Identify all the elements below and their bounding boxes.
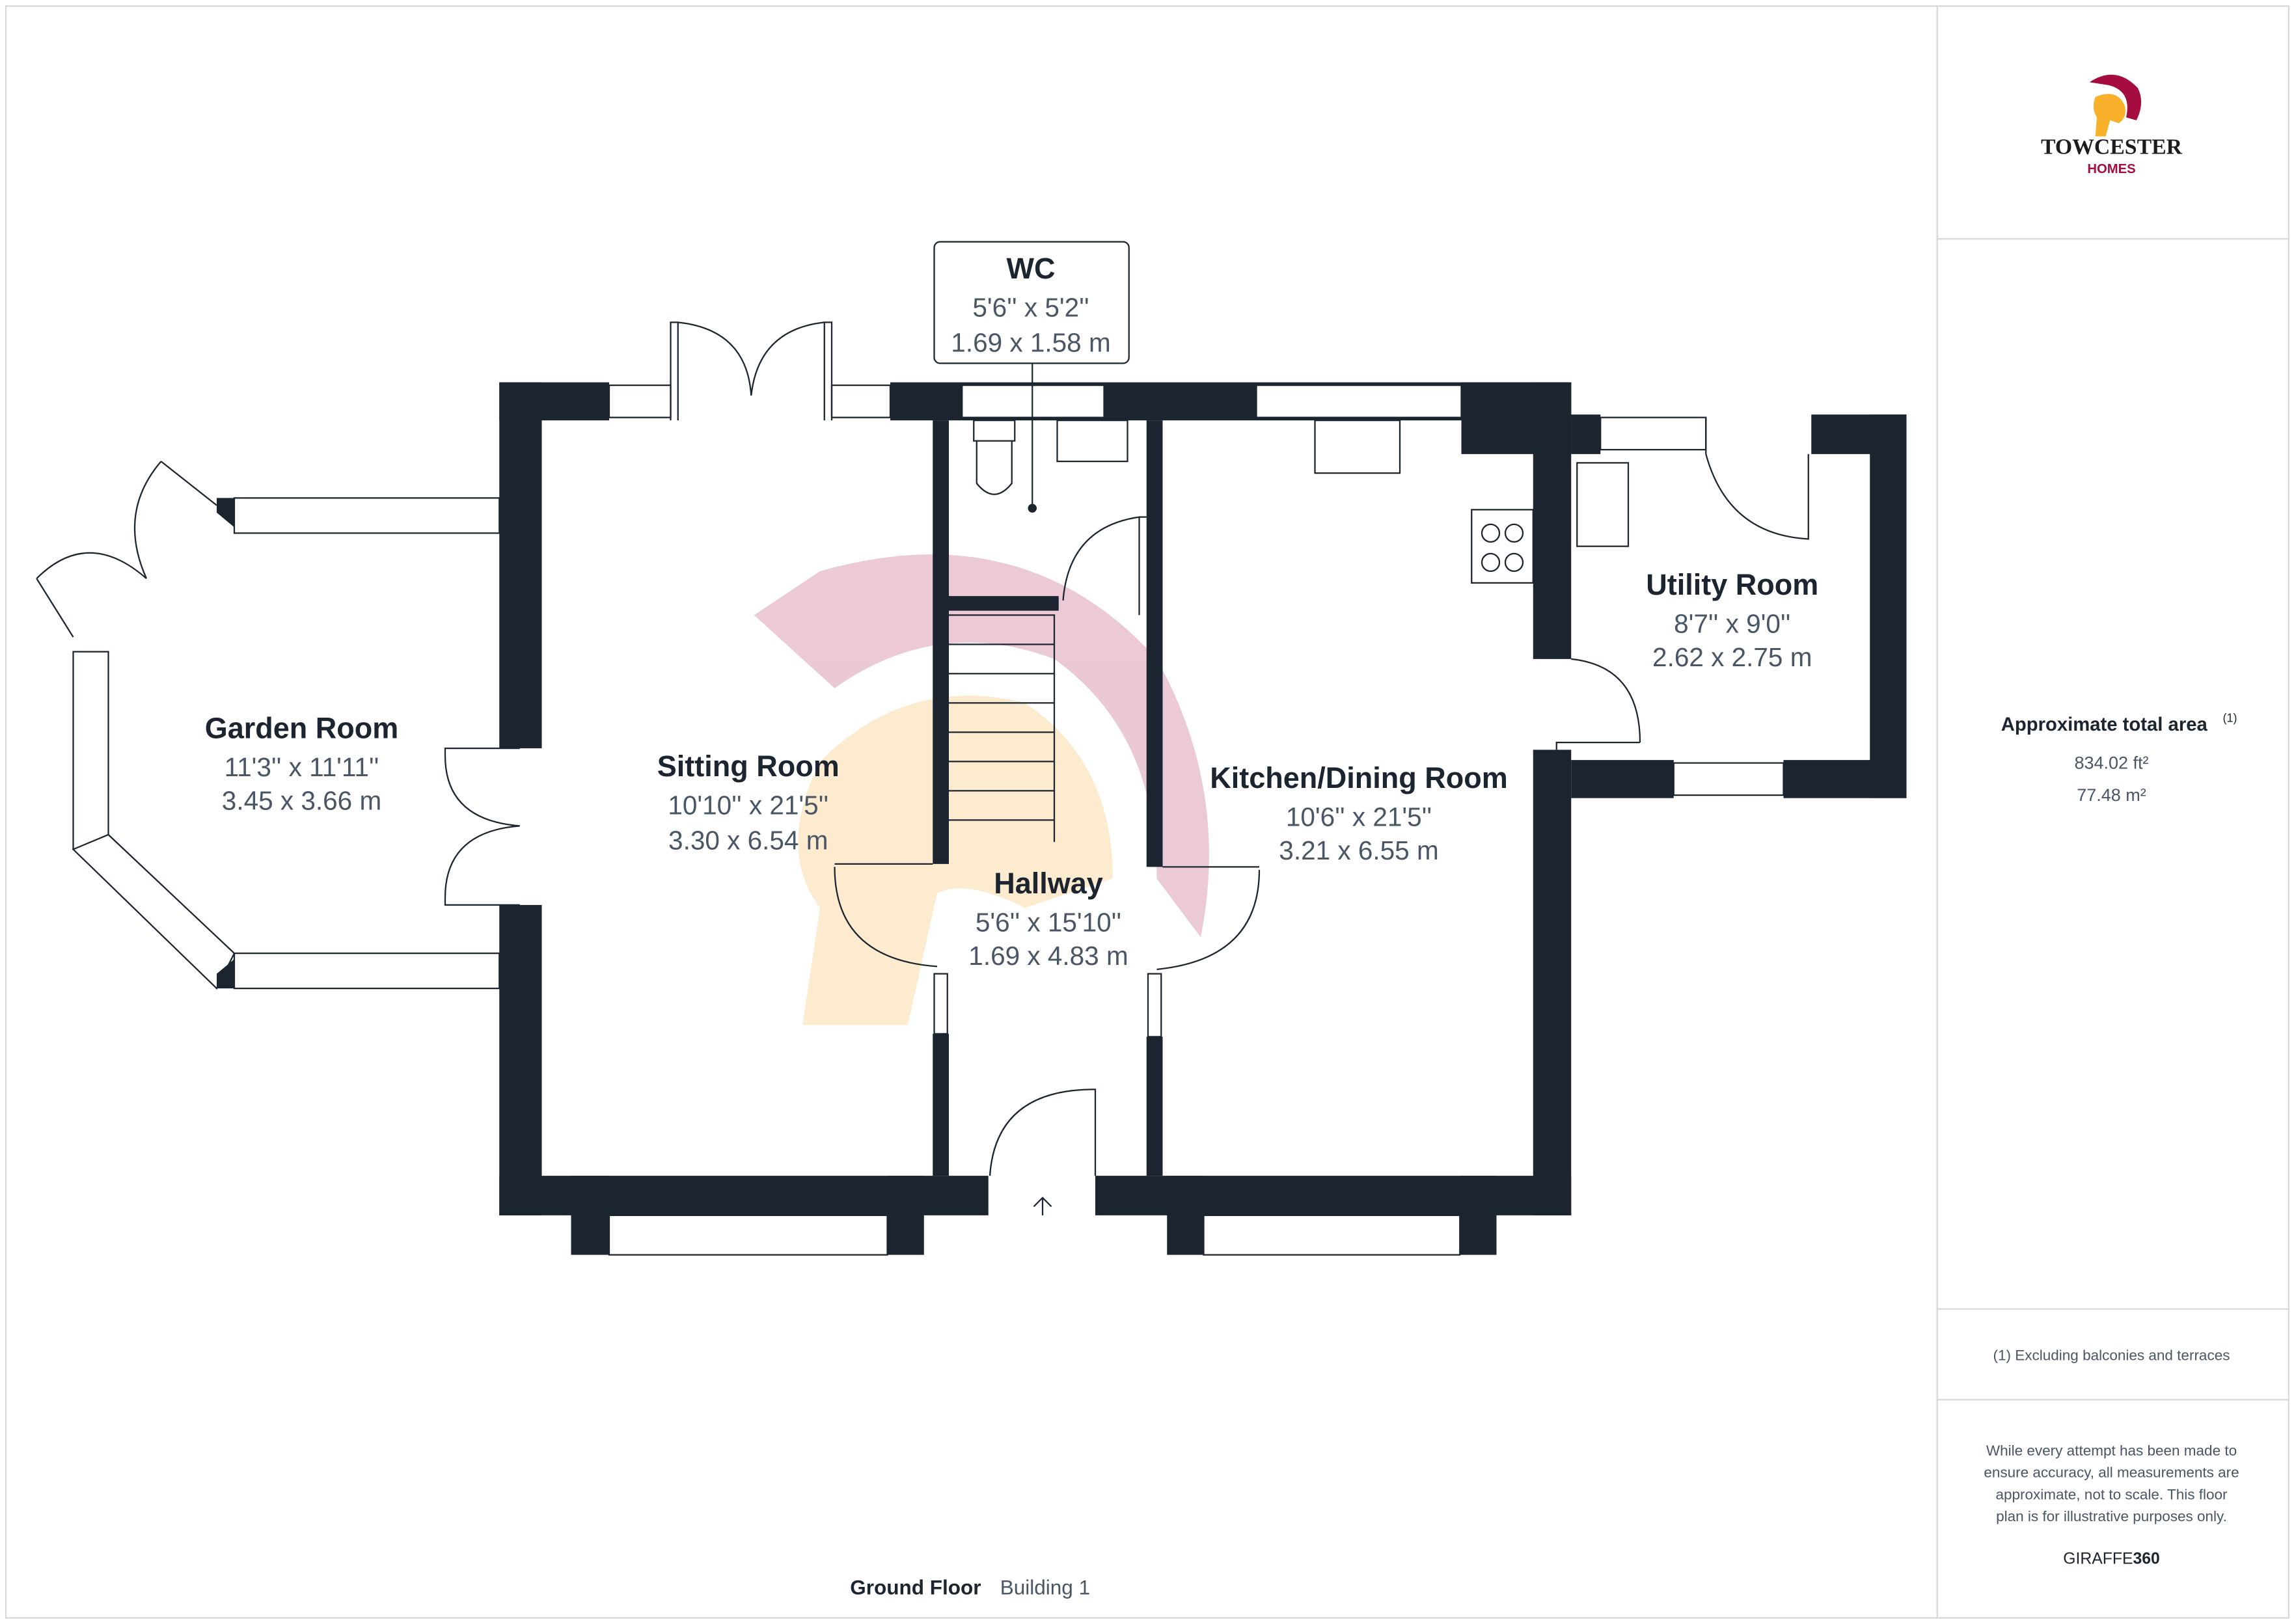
fixtures	[949, 363, 1630, 843]
footnote: (1) Excluding balconies and terraces	[1993, 1347, 2230, 1364]
area-summary: Approximate total area (1) 834.02 ft² 77…	[2001, 712, 2237, 805]
room-name: Kitchen/Dining Room	[1210, 761, 1507, 794]
room-imperial: 8'7'' x 9'0''	[1674, 608, 1790, 638]
room-imperial: 5'6'' x 15'10''	[976, 907, 1121, 937]
area-title: Approximate total area	[2001, 714, 2208, 735]
room-name: WC	[1007, 252, 1056, 285]
room-kitchen-dining: Kitchen/Dining Room 10'6'' x 21'5'' 3.21…	[1210, 761, 1507, 865]
room-garden-room: Garden Room 11'3'' x 11'11'' 3.45 x 3.66…	[205, 711, 399, 815]
floor-name: Ground Floor	[850, 1576, 981, 1599]
disclaimer-line: plan is for illustrative purposes only.	[1996, 1508, 2227, 1524]
room-metric: 1.69 x 1.58 m	[951, 327, 1110, 357]
disclaimer-line: ensure accuracy, all measurements are	[1984, 1465, 2239, 1481]
room-imperial: 10'6'' x 21'5''	[1286, 802, 1432, 832]
credit-b: 360	[2133, 1550, 2159, 1567]
brand-logo: TOWCESTER HOMES	[2041, 74, 2183, 176]
room-metric: 1.69 x 4.83 m	[968, 941, 1128, 971]
brand-name: TOWCESTER	[2041, 135, 2183, 159]
room-metric: 3.30 x 6.54 m	[668, 825, 828, 855]
room-imperial: 10'10'' x 21'5''	[668, 790, 828, 820]
disclaimer-line: approximate, not to scale. This floor	[1995, 1486, 2228, 1502]
area-ft: 834.02 ft²	[2074, 753, 2148, 773]
building-name: Building 1	[1000, 1576, 1090, 1599]
disclaimer-line: While every attempt has been made to	[1986, 1442, 2237, 1459]
area-footnote-mark: (1)	[2223, 712, 2237, 725]
room-hallway: Hallway 5'6'' x 15'10'' 1.69 x 4.83 m	[968, 867, 1128, 971]
room-name: Utility Room	[1646, 568, 1818, 601]
floor-caption: Ground Floor Building 1	[850, 1576, 1090, 1599]
brand-sub: HOMES	[2087, 162, 2135, 176]
room-utility: Utility Room 8'7'' x 9'0'' 2.62 x 2.75 m	[1646, 568, 1818, 672]
room-imperial: 5'6'' x 5'2''	[972, 292, 1089, 322]
door-swings	[444, 321, 1809, 1215]
credit-logo: GIRAFFE360	[2063, 1550, 2160, 1567]
room-sitting-room: Sitting Room 10'10'' x 21'5'' 3.30 x 6.5…	[657, 750, 840, 856]
windows	[608, 384, 1784, 1256]
area-m: 77.48 m²	[2077, 785, 2146, 805]
room-name: Garden Room	[205, 711, 399, 744]
room-metric: 3.21 x 6.55 m	[1279, 835, 1438, 865]
room-name: Sitting Room	[657, 750, 840, 783]
credit-a: GIRAFFE	[2063, 1550, 2133, 1567]
room-metric: 2.62 x 2.75 m	[1652, 642, 1812, 672]
room-metric: 3.45 x 3.66 m	[222, 786, 381, 816]
watermark-logo	[754, 554, 1209, 1025]
room-wc: WC 5'6'' x 5'2'' 1.69 x 1.58 m	[933, 241, 1130, 364]
room-name: Hallway	[994, 867, 1103, 900]
room-imperial: 11'3'' x 11'11''	[225, 752, 379, 782]
garden-room-walls	[36, 461, 500, 990]
disclaimer: While every attempt has been made to ens…	[1984, 1442, 2239, 1524]
